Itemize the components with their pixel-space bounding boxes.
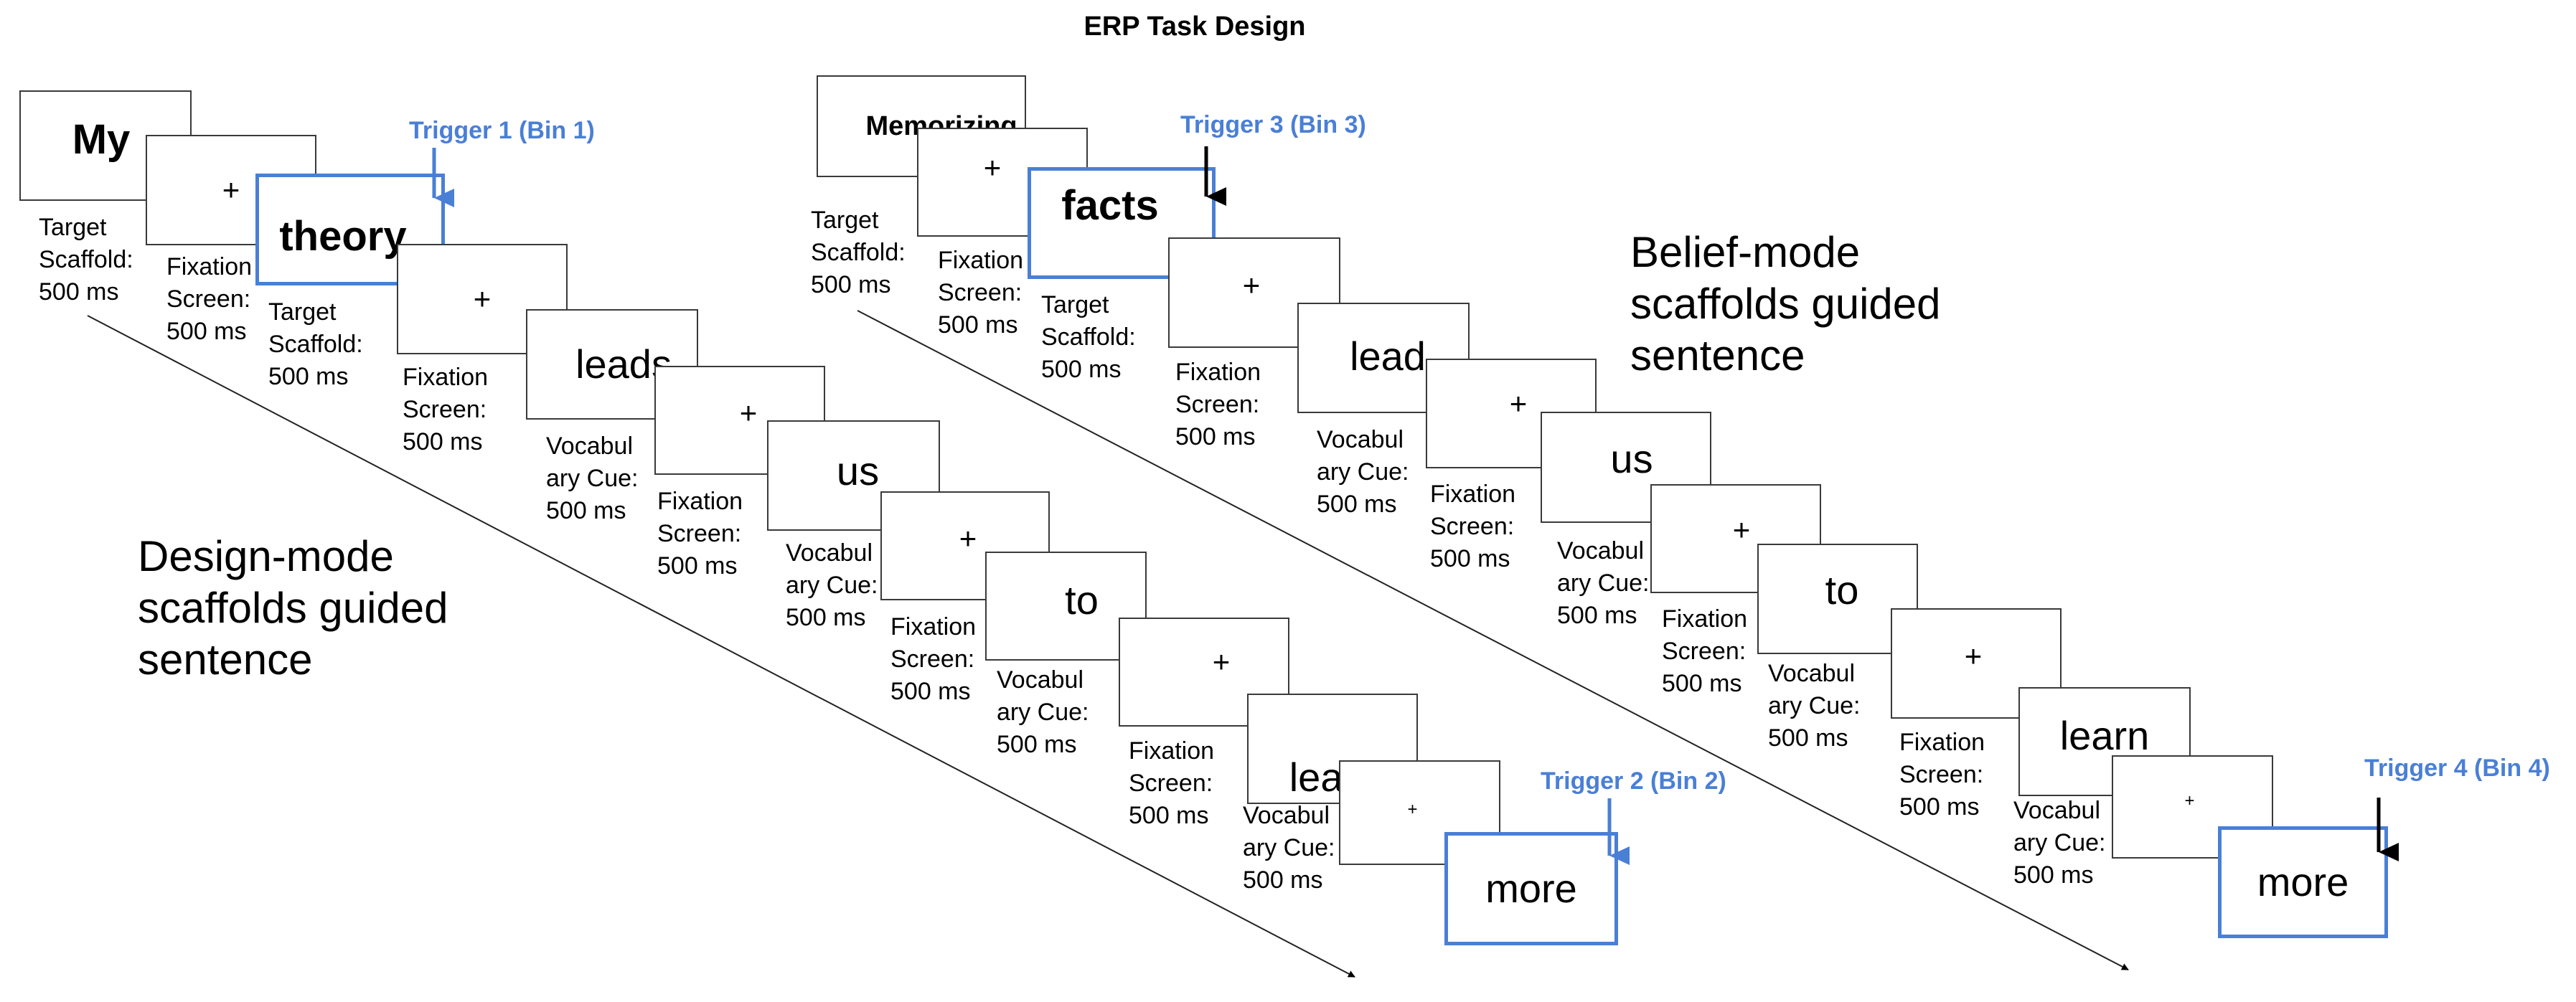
screen-word: My [72, 116, 131, 163]
screen-word: lead [1350, 334, 1426, 379]
belief-caption-9: Vocabul ary Cue: 500 ms [1768, 660, 1861, 752]
design-caption-10: Fixation Screen: 500 ms [1129, 737, 1215, 829]
design-mode-label: Design-mode scaffolds guided sentence [138, 532, 448, 684]
design-caption-4: Fixation Screen: 500 ms [403, 364, 489, 455]
screen-word: us [836, 448, 880, 493]
fixation-cross: + [983, 151, 1002, 184]
belief-caption-5: Vocabul ary Cue: 500 ms [1317, 426, 1409, 518]
screen-word: to [1825, 567, 1859, 613]
belief-caption-4: Fixation Screen: 500 ms [1175, 359, 1261, 450]
fixation-cross: + [1407, 800, 1418, 819]
fixation-cross: + [1732, 513, 1751, 547]
design-caption-6: Fixation Screen: 500 ms [657, 488, 743, 580]
design-caption-3: Target Scaffold: 500 ms [268, 298, 363, 390]
fixation-cross: + [959, 521, 977, 555]
trigger-4-label: Trigger 4 (Bin 4) [2364, 755, 2550, 782]
belief-caption-8: Fixation Screen: 500 ms [1662, 605, 1748, 697]
fixation-cross: + [1509, 386, 1528, 420]
belief-caption-7: Vocabul ary Cue: 500 ms [1557, 537, 1650, 629]
belief-caption-3: Target Scaffold: 500 ms [1041, 291, 1136, 383]
screen-word: facts [1061, 182, 1159, 229]
belief-caption-10: Fixation Screen: 500 ms [1899, 729, 1985, 821]
fixation-cross: + [222, 173, 240, 207]
belief-caption-6: Fixation Screen: 500 ms [1430, 481, 1516, 572]
fixation-cross: + [1964, 639, 1983, 673]
fixation-cross: + [473, 282, 492, 316]
trigger-2-label: Trigger 2 (Bin 2) [1541, 767, 1726, 795]
screen-word: learn [2059, 713, 2150, 758]
belief-caption-1: Target Scaffold: 500 ms [811, 207, 906, 298]
fixation-cross: + [2184, 791, 2195, 810]
belief-mode-label: Belief-mode scaffolds guided sentence [1630, 228, 1941, 379]
design-caption-5: Vocabul ary Cue: 500 ms [546, 433, 639, 524]
belief-caption-11: Vocabul ary Cue: 500 ms [2013, 797, 2106, 889]
design-screen-final: more [1444, 832, 1618, 945]
fixation-cross: + [1212, 645, 1231, 679]
screen-word: more [2257, 859, 2349, 904]
design-caption-2: Fixation Screen: 500 ms [166, 253, 253, 345]
page-title: ERP Task Design [1083, 11, 1306, 42]
trigger-1-label: Trigger 1 (Bin 1) [409, 117, 595, 144]
fixation-cross: + [1242, 268, 1261, 302]
belief-screen-final: more [2218, 826, 2388, 938]
fixation-cross: + [739, 396, 758, 430]
screen-word: more [1485, 866, 1577, 911]
design-caption-1: Target Scaffold: 500 ms [39, 214, 133, 306]
screen-word: us [1610, 435, 1653, 481]
screen-word: theory [279, 213, 407, 260]
design-caption-8: Fixation Screen: 500 ms [890, 613, 977, 705]
design-caption-7: Vocabul ary Cue: 500 ms [786, 539, 878, 631]
screen-word: to [1065, 577, 1099, 623]
design-caption-11: Vocabul ary Cue: 500 ms [1243, 802, 1335, 894]
design-caption-9: Vocabul ary Cue: 500 ms [997, 666, 1089, 758]
trigger-3-label: Trigger 3 (Bin 3) [1180, 111, 1366, 138]
belief-caption-2: Fixation Screen: 500 ms [938, 247, 1024, 339]
